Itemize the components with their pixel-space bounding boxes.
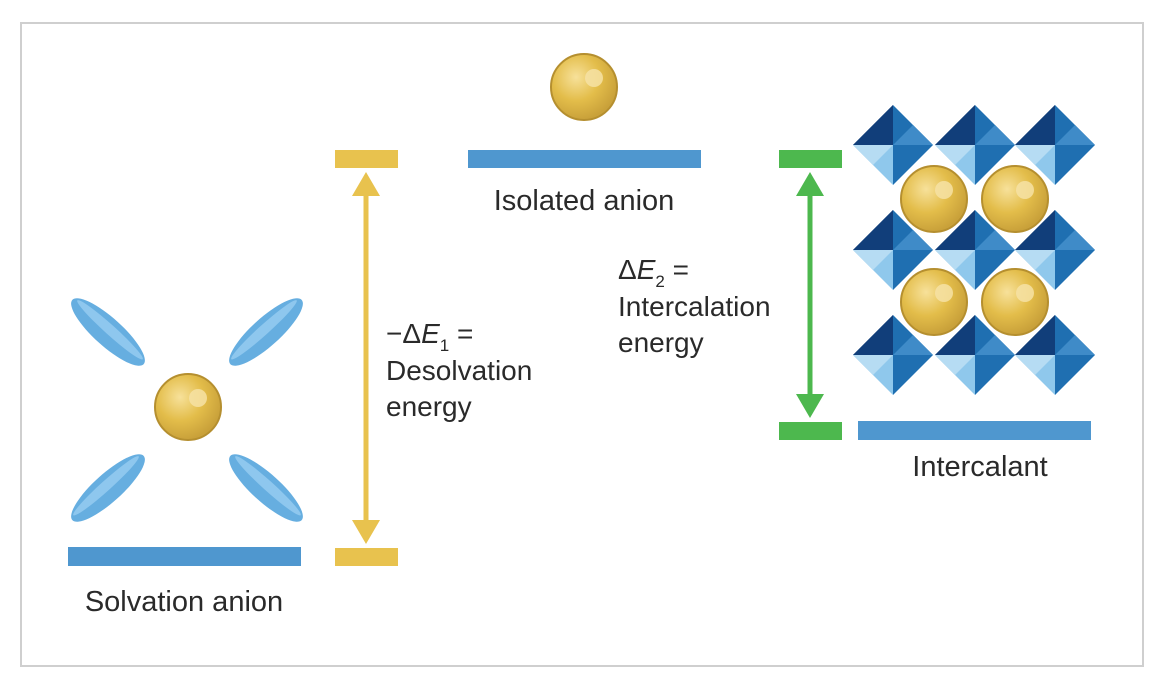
- desolvation-top-marker: [335, 150, 398, 168]
- gold-sphere-icon: [981, 165, 1049, 233]
- intercalation-energy-label-line1: Intercalation: [618, 291, 771, 322]
- gold-sphere-icon: [900, 165, 968, 233]
- intercalation-arrow: [796, 172, 824, 418]
- blue-ellipse-icon: [220, 289, 312, 375]
- desolvation-energy-label-line1: Desolvation: [386, 355, 532, 386]
- solvent-molecule-top-left: [62, 289, 154, 375]
- intercalant-label: Intercalant: [912, 451, 1047, 483]
- blue-ellipse-icon: [62, 445, 154, 531]
- solvent-molecule-top-right: [220, 289, 312, 375]
- blue-ellipse-icon: [62, 289, 154, 375]
- gold-sphere-icon: [550, 53, 618, 121]
- intercalation-energy-label-line2: energy: [618, 327, 704, 358]
- solvation-anion-label: Solvation anion: [85, 586, 283, 618]
- intercalant-level-bar: [858, 421, 1091, 440]
- solvation-level-bar: [68, 547, 301, 566]
- desolvation-arrow: [352, 172, 380, 544]
- solvent-molecule-bottom-right: [220, 445, 312, 531]
- intercalation-bottom-marker: [779, 422, 842, 440]
- blue-ellipse-icon: [220, 445, 312, 531]
- gold-sphere-icon: [900, 268, 968, 336]
- octahedron-lattice-icon: [853, 105, 1095, 395]
- intercalation-energy-symbol: ΔE2 =: [618, 254, 689, 291]
- intercalation-top-marker: [779, 150, 842, 168]
- desolvation-energy-symbol: −ΔE1 =: [386, 318, 473, 355]
- isolated-anion-label: Isolated anion: [494, 185, 675, 217]
- solvent-molecule-bottom-left: [62, 445, 154, 531]
- desolvation-energy-label-line2: energy: [386, 391, 472, 422]
- gold-sphere-icon: [154, 373, 222, 441]
- desolvation-bottom-marker: [335, 548, 398, 566]
- isolated-level-bar: [468, 150, 701, 168]
- gold-sphere-icon: [981, 268, 1049, 336]
